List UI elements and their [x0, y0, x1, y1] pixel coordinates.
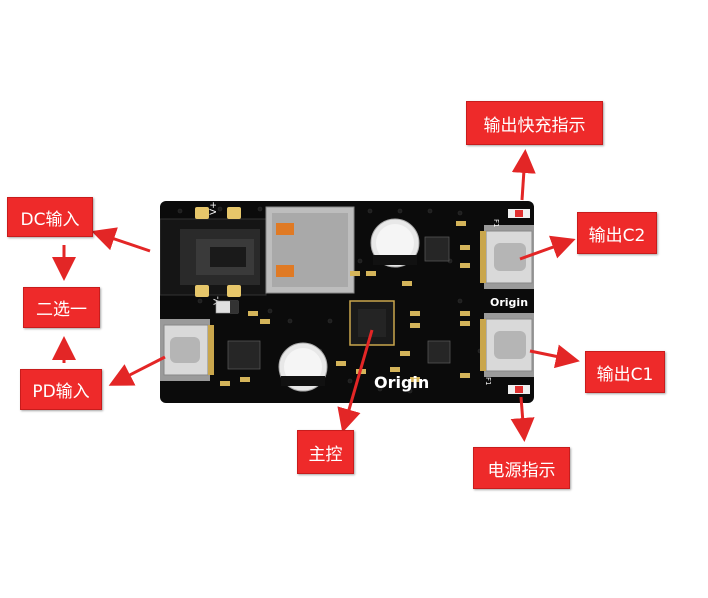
usb-c-output-c2: [480, 225, 534, 289]
capacitor-bottom: [278, 342, 328, 392]
label-output-c2: 输出C2: [577, 212, 657, 254]
label-output-c1: 输出C1: [585, 351, 665, 393]
arrow-dc-input: [91, 227, 151, 253]
small-chips: [227, 236, 451, 370]
label-dc-input: DC输入: [7, 197, 93, 237]
dc-jack: [160, 218, 267, 296]
label-power-indicator: 电源指示: [473, 447, 570, 489]
label-select-one: 二选一: [23, 287, 100, 328]
logo-main: Origin: [374, 373, 429, 392]
fast-charge-led: [508, 209, 530, 218]
main-controller-chip: [349, 300, 395, 346]
silk-f1-top: F1: [492, 219, 500, 227]
silk-vminus: V-: [213, 296, 223, 305]
label-main-control: 主控: [297, 430, 354, 474]
usb-c-input: [160, 319, 214, 381]
label-pd-input: PD输入: [20, 369, 102, 410]
arrow-pd-input: [108, 355, 166, 386]
silk-vplus: V+: [209, 201, 219, 215]
inductor: [265, 206, 355, 294]
label-fast-charge-indicator: 输出快充指示: [466, 101, 603, 145]
dc-jack-pads: [195, 207, 241, 297]
smd-components: [220, 221, 470, 386]
arrow-fast-charge: [511, 149, 536, 201]
silk-f1-bottom: F1: [484, 377, 492, 385]
power-led: [508, 385, 530, 394]
pcb-board: V+ V-: [160, 201, 534, 403]
capacitor-top: [370, 218, 420, 268]
logo-small: Origin: [490, 296, 528, 309]
arrow-output-c1: [529, 344, 580, 369]
usb-c-output-c1: [480, 313, 534, 377]
